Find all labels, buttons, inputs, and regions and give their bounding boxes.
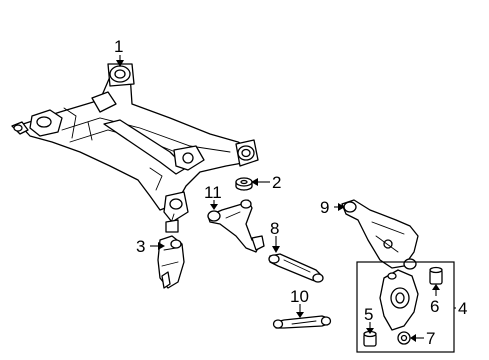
leader-line-6 (432, 284, 440, 296)
mounting-bracket (157, 235, 185, 289)
callout-11: 11 (204, 183, 222, 202)
callout-3: 3 (136, 237, 145, 256)
callout-8: 8 (270, 219, 279, 238)
callout-10: 10 (290, 287, 309, 306)
toe-link (272, 315, 332, 329)
knuckle-bushing-6 (429, 266, 443, 285)
leader-line-3 (150, 242, 165, 250)
leader-line-1 (116, 55, 124, 67)
callout-9: 9 (320, 198, 329, 217)
upper-control-arm (207, 199, 265, 253)
callout-1: 1 (114, 37, 123, 56)
callout-5: 5 (364, 305, 373, 324)
lower-control-arm (341, 199, 419, 270)
knuckle-bushing-7 (397, 331, 411, 345)
leader-line-2 (251, 178, 270, 186)
leader-line-11 (210, 200, 218, 210)
leader-line-7 (410, 334, 424, 342)
lateral-link (268, 253, 324, 283)
callout-7: 7 (426, 329, 435, 348)
bushing-washer (235, 177, 253, 191)
leader-line-10 (296, 304, 304, 318)
leader-line-8 (272, 236, 280, 253)
leader-line-5 (366, 322, 374, 334)
callout-2: 2 (272, 173, 281, 192)
subframe-crossmember (11, 63, 259, 233)
callout-6: 6 (430, 297, 439, 316)
steering-knuckle (379, 269, 419, 331)
knuckle-assembly-box (356, 261, 455, 353)
callout-4: 4 (458, 299, 467, 318)
leader-line-9 (334, 203, 345, 211)
